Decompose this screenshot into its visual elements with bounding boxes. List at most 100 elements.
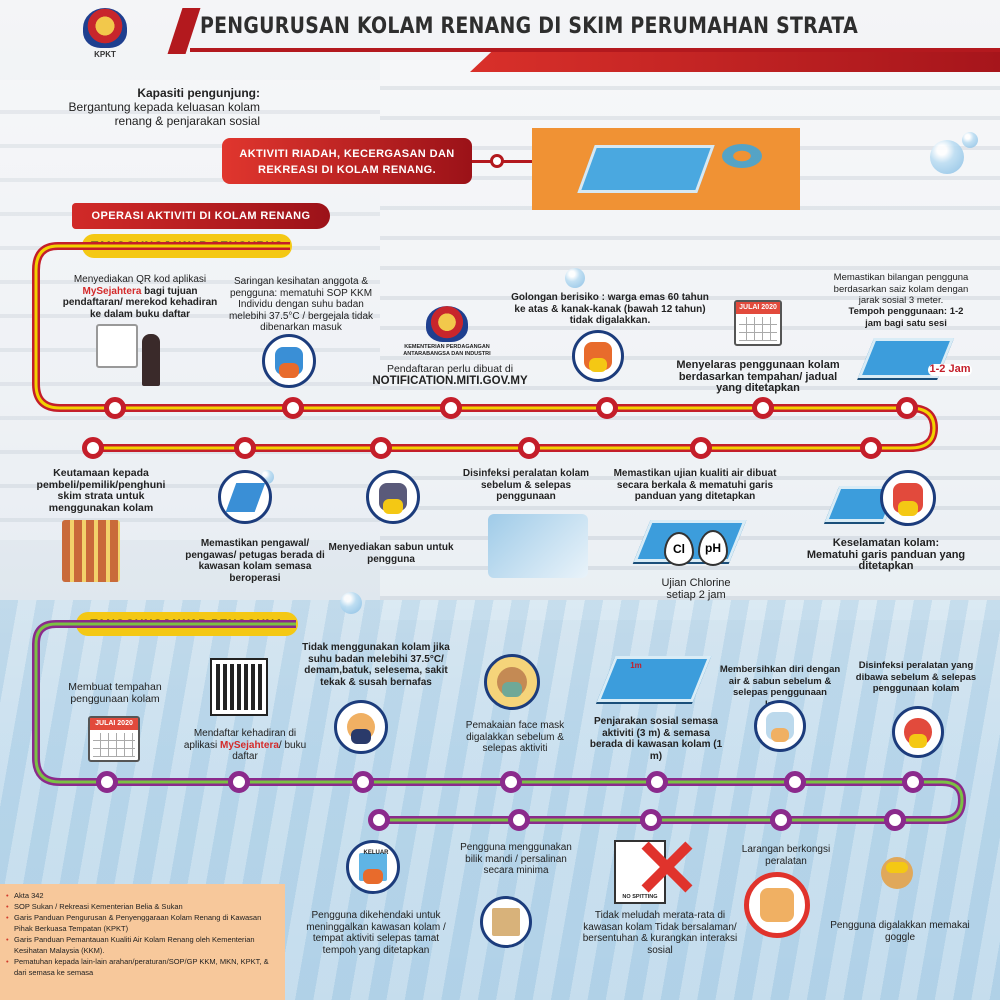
no-sharing-icon [744, 872, 810, 938]
presentation-board-icon [96, 324, 138, 368]
exit-door-icon [346, 840, 400, 894]
timeline-node [96, 771, 118, 793]
miti-label: KEMENTERIAN PERDAGANGAN ANTARABANGSA DAN… [403, 344, 491, 357]
distance-text: Penjarakan sosial semasa aktiviti (3 m) … [589, 716, 723, 762]
chlorine-drop-icon: Cl [664, 532, 694, 566]
timeline-node [896, 397, 918, 419]
qr-code-icon [210, 658, 268, 716]
mask-text: Pemakaian face mask digalakkan sebelum &… [465, 720, 565, 754]
duration-tag: 1-2 Jam [928, 363, 972, 376]
no-spitting-text: Tidak meludah merata-rata di kawasan kol… [582, 910, 738, 956]
reference-item: Akta 342 [6, 890, 279, 901]
priority-text: Keutamaan kepada pembeli/pemilik/penghun… [36, 467, 166, 514]
logo-label: KPKT [94, 50, 116, 59]
schedule-text: Menyelaras penggunaan kolam berdasarkan … [676, 359, 840, 394]
register-attendance-text: Mendaftar kehadiran di aplikasi MySejaht… [180, 728, 310, 763]
pool-equipment-icon [488, 514, 588, 578]
exit-tag: KELUAR [363, 850, 389, 856]
soap-text: Menyediakan sabun untuk pengguna [328, 542, 454, 565]
qr-text-post: bagi tujuan pendaftaran/ merekod kehadir… [62, 285, 218, 320]
calendar-label: JULAI 2020 [736, 302, 780, 314]
timeline-node [228, 771, 250, 793]
safety-gear-icon [880, 470, 936, 526]
timeline-node [234, 437, 256, 459]
capacity-note: Kapasiti pengunjung: Bergantung kepada k… [60, 86, 260, 128]
changing-room-text: Pengguna menggunakan bilik mandi / persa… [460, 842, 572, 876]
risk-group-text: Golongan berisiko : warga emas 60 tahun … [511, 292, 709, 326]
timeline-node [902, 771, 924, 793]
bubble-decoration [565, 268, 585, 288]
capacity-text: Bergantung kepada keluasan kolam renang … [68, 100, 260, 128]
timeline-node [518, 437, 540, 459]
safety-text: Keselamatan kolam: Mematuhi garis pandua… [806, 537, 966, 572]
ph-drop-icon: pH [698, 530, 728, 566]
chlorine-text: Ujian Chlorine setiap 2 jam [661, 577, 731, 601]
goggle-icon [870, 846, 924, 900]
qr-code-text: Menyediakan QR kod aplikasi MySejahtera … [60, 274, 220, 320]
register-post: / buku daftar [232, 739, 307, 763]
changing-room-icon [480, 896, 532, 948]
face-mask-icon [484, 654, 540, 710]
qr-text-pre: Menyediakan QR kod aplikasi [73, 274, 207, 285]
user-calendar-icon: JULAI 2020 [88, 716, 140, 762]
reference-item: Garis Panduan Pengurusan & Penyenggaraan… [6, 912, 279, 934]
fever-text: Tidak menggunakan kolam jika suhu badan … [302, 642, 450, 688]
presenter-icon [142, 334, 160, 386]
crest-icon [83, 8, 127, 48]
header-red-bar [470, 52, 1000, 72]
timeline-node [500, 771, 522, 793]
swim-ring-icon [722, 144, 762, 168]
timeline-node [352, 771, 374, 793]
capacity-heading: Kapasiti pengunjung: [137, 86, 260, 100]
register-text: Pendaftaran perlu dibuat di [386, 363, 514, 375]
cross-icon [640, 840, 694, 894]
calendar-icon: JULAI 2020 [734, 300, 782, 346]
timeline-node [370, 437, 392, 459]
booking-text: Membuat tempahan penggunaan kolam [68, 681, 162, 705]
timeline-node [82, 437, 104, 459]
timeline-node [440, 397, 462, 419]
elderly-family-icon [572, 330, 624, 382]
sick-person-icon [334, 700, 388, 754]
goggle-text: Pengguna digalakkan memakai goggle [830, 920, 970, 943]
timeline-node [368, 809, 390, 831]
health-screening-icon [262, 334, 316, 388]
connector-dot [490, 154, 504, 168]
disinfect-own-text: Disinfeksi peralatan yang dibawa sebelum… [855, 660, 977, 694]
register-url: NOTIFICATION.MITI.GOV.MY [372, 375, 528, 387]
soap-icon [366, 470, 420, 524]
shower-icon [754, 700, 806, 752]
water-quality-text: Memastikan ujian kualiti air dibuat seca… [613, 468, 777, 502]
register-app: MySejahtera [219, 739, 279, 751]
timeline-node [640, 809, 662, 831]
residence-building-icon [62, 520, 120, 582]
reference-item: Pematuhan kepada lain-lain arahan/peratu… [6, 956, 279, 978]
bubble-decoration [962, 132, 978, 148]
timeline-node [884, 809, 906, 831]
disinfect-text: Disinfeksi peralatan kolam sebelum & sel… [462, 468, 590, 502]
bubble-decoration [930, 140, 964, 174]
bubble-decoration [340, 592, 362, 614]
register-pre: Mendaftar kehadiran di aplikasi [183, 728, 297, 751]
no-sharing-text: Larangan berkongsi peralatan [741, 844, 831, 867]
distance-pool-icon [596, 656, 712, 702]
header-divider [190, 48, 1000, 52]
header: KPKT PENGURUSAN KOLAM RENANG DI SKIM PER… [0, 0, 1000, 78]
timeline-node [860, 437, 882, 459]
reference-list: Akta 342 SOP Sukan / Rekreasi Kementeria… [0, 884, 285, 1000]
operations-banner: OPERASI AKTIVITI DI KOLAM RENANG [72, 203, 330, 229]
no-spitting-tag: NO SPITTING [622, 894, 658, 900]
distance-tag: 1m [630, 661, 642, 670]
miti-logo [426, 306, 468, 342]
guards-text: Memastikan pengawal/ pengawas/ petugas b… [185, 538, 325, 584]
qr-text-app: MySejahtera [82, 285, 142, 297]
timeline-node [770, 809, 792, 831]
lifeguard-icon [218, 470, 272, 524]
timeline-node [646, 771, 668, 793]
timeline-node [104, 397, 126, 419]
duration-text: Tempoh penggunaan: 1-2 jam bagi satu ses… [848, 306, 964, 329]
timeline-node [752, 397, 774, 419]
screening-text: Saringan kesihatan anggota & pengguna: m… [228, 276, 374, 333]
